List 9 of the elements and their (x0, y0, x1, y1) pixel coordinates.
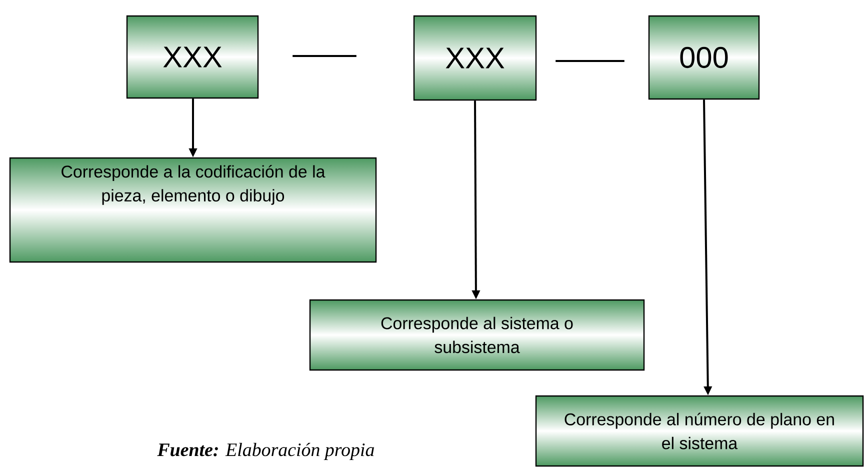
process-box: 000 (648, 15, 760, 100)
process-box: Corresponde a la codificación de la pieza, elemento o dibujo (9, 157, 377, 263)
dash-line (292, 55, 356, 57)
process-box: Corresponde al sistema o subsistema (309, 299, 645, 371)
process-box: XXX (126, 15, 259, 99)
dash-line (556, 60, 624, 62)
caption: Fuente: Elaboración propia (157, 442, 374, 460)
process-box: Corresponde al número de plano en el sistema (535, 395, 864, 467)
process-box: XXX (413, 15, 537, 101)
